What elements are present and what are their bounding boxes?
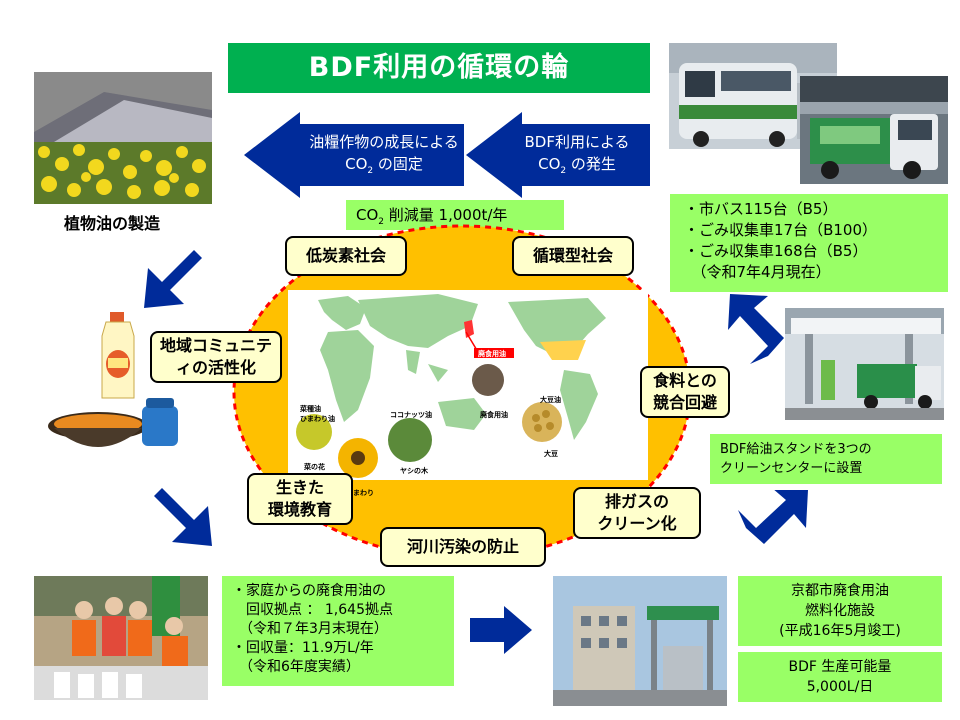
- arrow-down-right: [154, 478, 212, 546]
- collection-info-box: ・家庭からの廃食用油の 回収拠点 ： 1,645拠点 （令和７年3月末現在） ・…: [222, 576, 454, 686]
- river-pollution-label: 河川汚染の防止: [380, 527, 546, 567]
- fuel-station-info-box: BDF給油スタンドを3つの クリーンセンターに設置: [710, 434, 942, 484]
- map-label-waste-oil: 廃食用油: [478, 350, 506, 358]
- map-label-waste-oil-2: 廃食用油: [480, 411, 508, 419]
- garbage-truck-photo: [800, 76, 948, 184]
- map-label-rape-flower: 菜の花: [304, 463, 325, 471]
- production-capacity-box: BDF 生産可能量 5,000L/日: [738, 652, 942, 702]
- arrow-up-right-1: [728, 294, 784, 364]
- community-activation-label: 地域コミュニテ ィの活性化: [150, 331, 282, 383]
- map-label-palm: ヤシの木: [400, 467, 428, 475]
- fuel-station-photo: [785, 308, 944, 420]
- arrow-left-text: 油糧作物の成長による CO2 の固定: [309, 133, 459, 176]
- facility-info-box: 京都市廃食用油 燃料化施設 (平成16年5月竣工): [738, 576, 942, 646]
- fuel-facility-photo: [553, 576, 727, 706]
- arrow-up-right-2: [738, 490, 808, 544]
- map-label-rapeseed: 菜種油 ひまわり油: [300, 405, 335, 423]
- rapeseed-field-photo: [34, 72, 212, 204]
- map-label-soy: 大豆油: [540, 396, 561, 404]
- clean-exhaust-label: 排ガスの クリーン化: [573, 487, 701, 539]
- map-label-soybean: 大豆: [544, 450, 558, 458]
- page-title: BDF利用の循環の輪: [228, 43, 650, 93]
- map-label-sunflower: ひまわり: [346, 489, 374, 497]
- food-competition-label: 食料との 競合回避: [640, 366, 730, 418]
- map-label-coconut: ココナッツ油: [390, 411, 432, 419]
- plant-oil-caption: 植物油の製造: [64, 214, 161, 233]
- oil-collection-photo: [34, 576, 208, 700]
- arrow-right-bottom: [470, 606, 532, 654]
- arrow-right-text: BDF利用による CO2 の発生: [524, 133, 630, 176]
- left-arrow: [244, 112, 464, 198]
- low-carbon-label: 低炭素社会: [285, 236, 407, 276]
- right-arrow: [466, 112, 650, 198]
- oil-bottle-image: [96, 312, 140, 402]
- world-map: [288, 290, 648, 480]
- recycling-society-label: 循環型社会: [512, 236, 634, 276]
- environment-education-label: 生きた 環境教育: [247, 473, 353, 525]
- arrow-down-left: [144, 240, 202, 308]
- vehicles-info-box: ・市バス115台（B5） ・ごみ収集車17台（B100） ・ごみ収集車168台（…: [670, 194, 948, 292]
- frying-pot-image: [48, 398, 188, 464]
